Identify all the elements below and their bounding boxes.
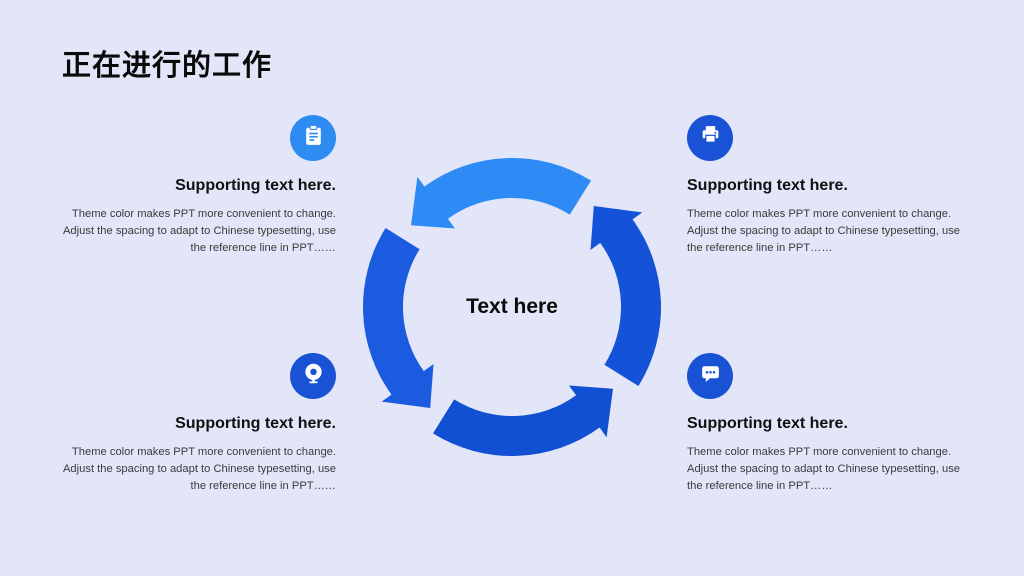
- clipboard-icon: [301, 123, 326, 153]
- block-body: Theme color makes PPT more convenient to…: [687, 444, 960, 495]
- info-block-top-left: Supporting text here. Theme color makes …: [54, 115, 336, 257]
- block-heading: Supporting text here.: [175, 415, 336, 432]
- info-block-bottom-right: Supporting text here. Theme color makes …: [687, 353, 969, 495]
- block-heading: Supporting text here.: [175, 177, 336, 194]
- block-heading: Supporting text here.: [687, 177, 848, 194]
- cycle-diagram: Text here: [344, 139, 680, 475]
- block-body: Theme color makes PPT more convenient to…: [63, 206, 336, 257]
- body-line: the reference line in PPT……: [190, 480, 336, 492]
- slide-title: 正在进行的工作: [62, 50, 273, 82]
- body-line: Adjust the spacing to adapt to Chinese t…: [62, 225, 336, 237]
- body-line: Theme color makes PPT more convenient to…: [71, 446, 336, 458]
- body-line: Adjust the spacing to adapt to Chinese t…: [687, 463, 961, 475]
- body-line: Theme color makes PPT more convenient to…: [71, 208, 336, 220]
- body-line: Theme color makes PPT more convenient to…: [687, 208, 952, 220]
- cycle-arrow-top: [411, 157, 591, 229]
- body-line: the reference line in PPT……: [687, 242, 833, 254]
- block-body: Theme color makes PPT more convenient to…: [687, 206, 960, 257]
- cycle-arrow-bottom: [433, 385, 613, 457]
- icon-badge: [687, 353, 733, 399]
- body-line: the reference line in PPT……: [687, 480, 833, 492]
- body-line: Adjust the spacing to adapt to Chinese t…: [62, 463, 336, 475]
- block-heading: Supporting text here.: [687, 415, 848, 432]
- body-line: the reference line in PPT……: [190, 242, 336, 254]
- cycle-arrow-right: [590, 206, 661, 386]
- body-line: Theme color makes PPT more convenient to…: [687, 446, 952, 458]
- chat-bubble-icon: [698, 361, 723, 391]
- body-line: Adjust the spacing to adapt to Chinese t…: [687, 225, 961, 237]
- block-body: Theme color makes PPT more convenient to…: [63, 444, 336, 495]
- info-block-bottom-left: Supporting text here. Theme color makes …: [54, 353, 336, 495]
- cycle-arrow-left: [363, 228, 434, 408]
- info-block-top-right: Supporting text here. Theme color makes …: [687, 115, 969, 257]
- webcam-icon: [301, 361, 326, 391]
- icon-badge: [290, 353, 336, 399]
- diagram-center-label: Text here: [466, 295, 558, 318]
- icon-badge: [290, 115, 336, 161]
- printer-icon: [698, 123, 723, 153]
- icon-badge: [687, 115, 733, 161]
